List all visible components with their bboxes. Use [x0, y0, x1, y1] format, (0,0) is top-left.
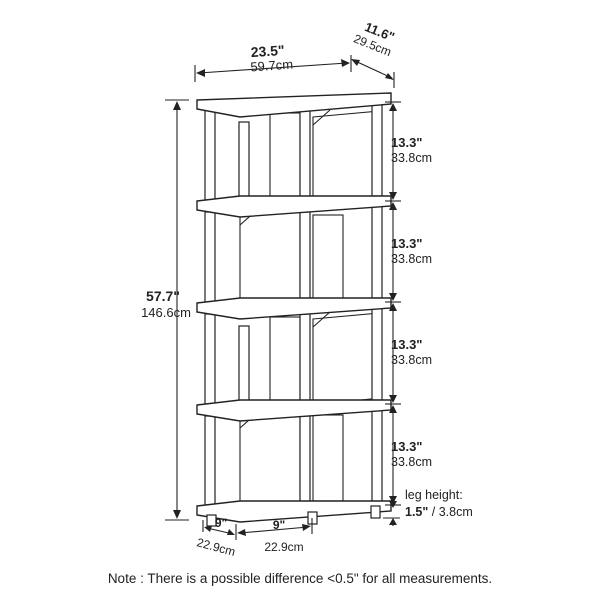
bookshelf: [196, 92, 392, 527]
height-dimension: 57.7" 146.6cm: [141, 99, 191, 521]
compartment-1-inches: 13.3": [391, 135, 422, 150]
measurement-note: Note : There is a possible difference <0…: [107, 571, 493, 586]
width-inches: 23.5": [250, 42, 285, 60]
shelf-board-bottom: [196, 500, 392, 523]
depth-dimension: 11.6" 29.5cm: [351, 19, 397, 88]
height-cm: 146.6cm: [141, 305, 191, 320]
compartment-4-cm: 33.8cm: [391, 455, 432, 469]
shelf-board-top: [196, 92, 392, 118]
compartment-2-cm: 33.8cm: [391, 252, 432, 266]
compartment-2-inches: 13.3": [391, 236, 422, 251]
width-cm: 59.7cm: [250, 57, 294, 75]
base-left-cm: 22.9cm: [195, 535, 237, 559]
back-panels: [269, 112, 344, 502]
compartment-dimensions: 13.3" 33.8cm 13.3" 33.8cm 13.3" 33.8cm 1…: [385, 101, 432, 506]
compartment-4-inches: 13.3": [391, 439, 422, 454]
compartment-3-cm: 33.8cm: [391, 353, 432, 367]
leg-height-cm: / 3.8cm: [428, 505, 472, 519]
leg-height-dimension: leg height: 1.5" / 3.8cm: [383, 488, 473, 526]
base-left-inches: 9": [215, 516, 227, 530]
leg-height-inches: 1.5": [405, 505, 428, 519]
base-right-cm: 22.9cm: [264, 540, 303, 554]
compartment-1-cm: 33.8cm: [391, 151, 432, 165]
posts: [204, 103, 383, 509]
shelf-boards: [196, 92, 392, 523]
width-dimension: 23.5" 59.7cm: [194, 42, 352, 82]
leg-height-label: leg height:: [405, 488, 463, 502]
compartment-3-inches: 13.3": [391, 337, 422, 352]
height-inches: 57.7": [146, 288, 180, 304]
base-right-inches: 9": [273, 518, 285, 532]
leg-height-value: 1.5" / 3.8cm: [405, 505, 473, 519]
